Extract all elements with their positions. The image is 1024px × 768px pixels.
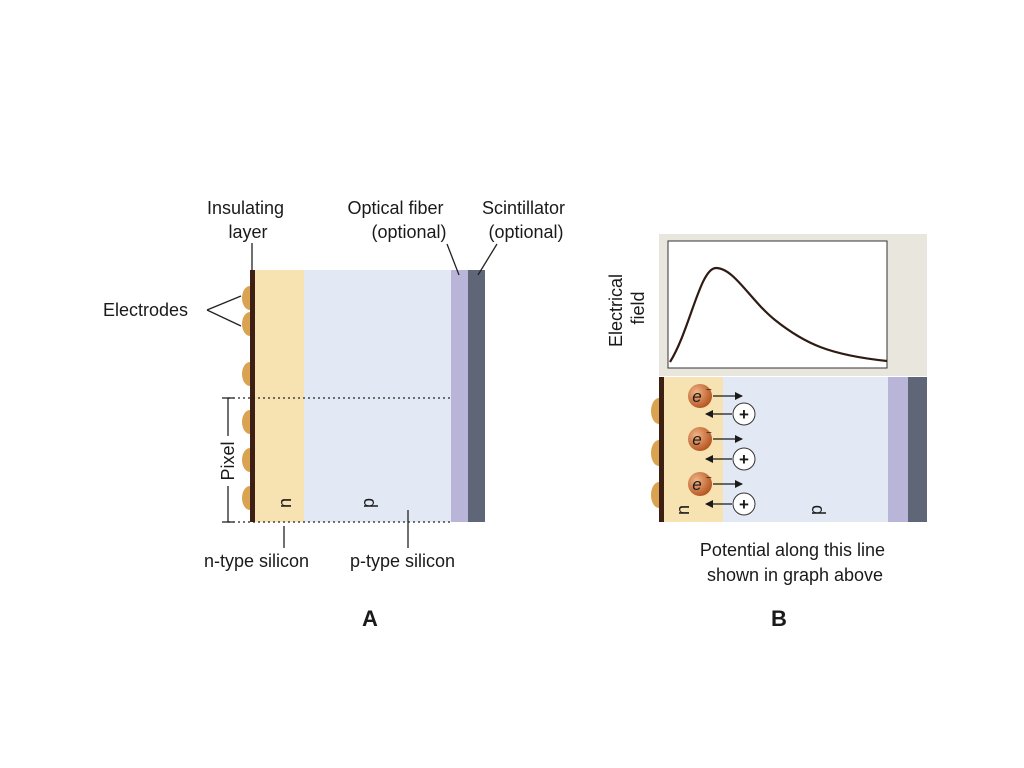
panel-a-letter: A xyxy=(362,606,378,631)
optical-fiber-layer xyxy=(451,270,468,522)
svg-text:e: e xyxy=(692,387,701,406)
potential-caption: Potential along this line shown in graph… xyxy=(700,540,890,585)
svg-text:−: − xyxy=(706,428,712,439)
charge-pair: e − + xyxy=(688,384,756,426)
svg-text:+: + xyxy=(739,495,749,514)
electron xyxy=(688,384,712,408)
optical-fiber-layer xyxy=(888,377,908,522)
electrode xyxy=(242,410,250,434)
svg-text:+: + xyxy=(739,405,749,424)
electrode xyxy=(242,448,250,472)
n-type-silicon-label: n-type silicon xyxy=(204,551,309,571)
electrode xyxy=(651,440,659,466)
svg-text:+: + xyxy=(739,450,749,469)
n-region-label: n xyxy=(275,498,295,508)
electrical-field-axis-label: Electrical field xyxy=(606,269,648,347)
electrodes-leader xyxy=(206,309,242,327)
p-region-label: p xyxy=(358,498,378,508)
hole xyxy=(732,447,756,471)
n-type-region xyxy=(254,270,304,522)
electrode xyxy=(651,482,659,508)
charge-pair: e − + xyxy=(688,427,756,471)
pixel-label: Pixel xyxy=(218,441,238,480)
electrode xyxy=(242,312,250,336)
insulating-layer-label: Insulating layer xyxy=(207,198,289,242)
svg-text:−: − xyxy=(706,385,712,396)
panel-a: Pixel Insulating layer Optical fiber (op… xyxy=(103,198,570,631)
pixel-bracket xyxy=(222,397,234,523)
insulating-layer xyxy=(250,270,255,522)
optical-fiber-label: Optical fiber (optional) xyxy=(347,198,448,242)
electrodes xyxy=(651,398,659,508)
optical-fiber-leader xyxy=(446,243,460,276)
electrical-field-curve xyxy=(669,266,888,363)
insulating-layer xyxy=(659,377,664,522)
scintillator-label: Scintillator (optional) xyxy=(482,198,570,242)
graph-frame xyxy=(667,240,888,369)
p-region-label: p xyxy=(806,505,826,515)
svg-text:e: e xyxy=(692,430,701,449)
p-type-region xyxy=(304,270,451,522)
charge-pair: e − + xyxy=(688,472,756,516)
hole xyxy=(732,402,756,426)
electrodes-label: Electrodes xyxy=(103,300,188,320)
electrodes xyxy=(242,286,250,510)
electron xyxy=(688,427,712,451)
p-type-silicon-label: p-type silicon xyxy=(350,551,455,571)
electrode xyxy=(242,362,250,386)
scintillator-layer xyxy=(908,377,927,522)
electrode xyxy=(242,286,250,310)
svg-text:−: − xyxy=(706,473,712,484)
electrode xyxy=(651,398,659,424)
n-region-label: n xyxy=(673,505,693,515)
electrodes-leader xyxy=(206,295,242,311)
electron xyxy=(688,472,712,496)
scintillator-layer xyxy=(468,270,485,522)
hole xyxy=(732,492,756,516)
panel-b-letter: B xyxy=(771,606,787,631)
panel-b: Electrical field e − + e − xyxy=(606,234,927,631)
svg-text:e: e xyxy=(692,475,701,494)
scintillator-leader xyxy=(477,243,498,276)
electrode xyxy=(242,486,250,510)
